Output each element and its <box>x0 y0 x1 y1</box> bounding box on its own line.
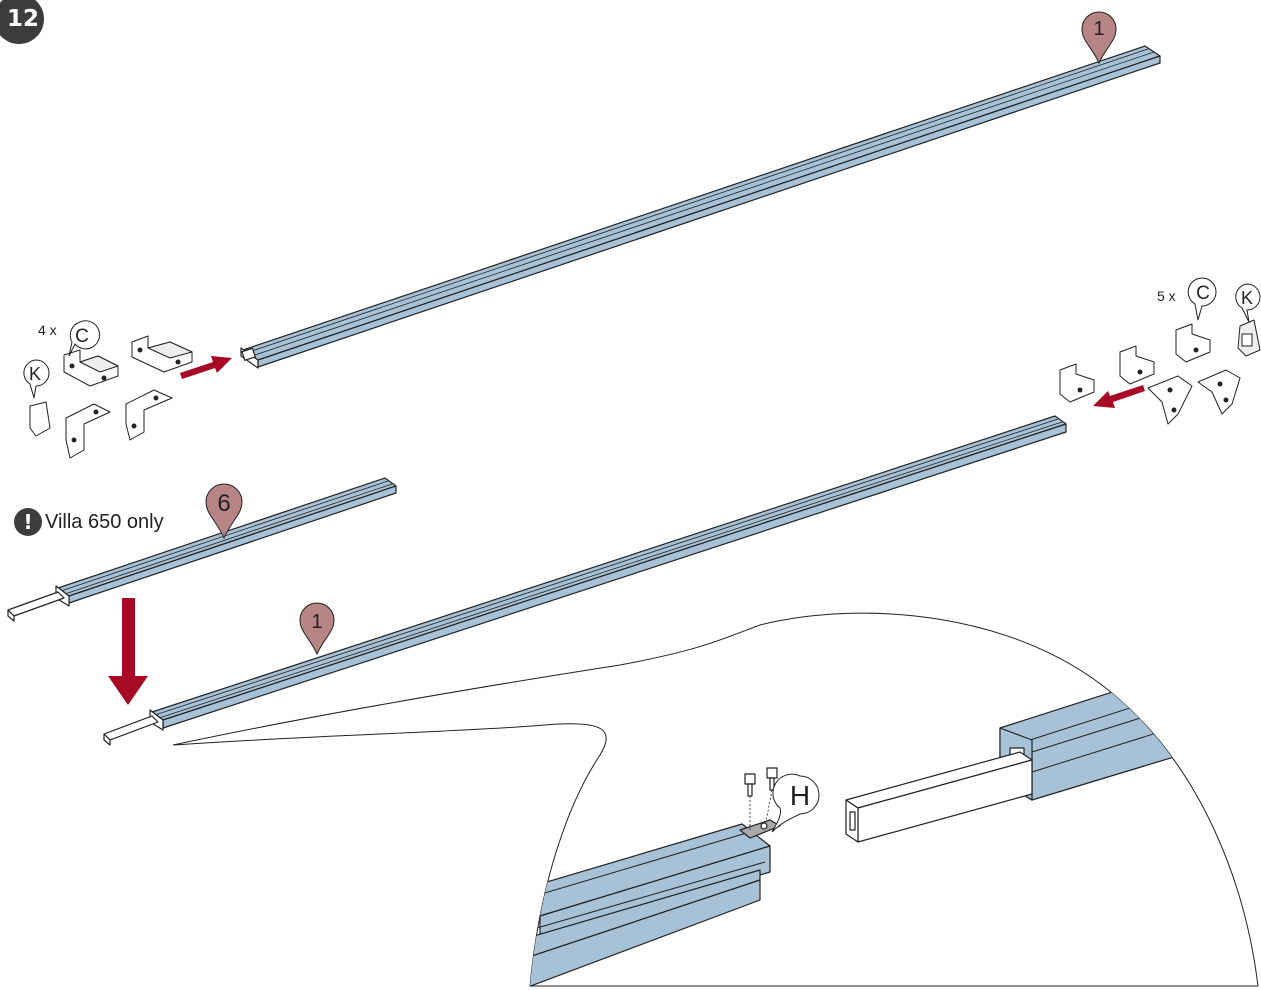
balloon-k-right: K <box>1235 283 1261 323</box>
arrow-down <box>108 598 148 705</box>
step-number-badge: 12 <box>0 0 44 44</box>
profile-bottom <box>103 415 1067 746</box>
balloon-k-left: K <box>23 359 50 399</box>
pin-part-1-bottom: 1 <box>299 602 335 656</box>
balloon-h-label: H <box>790 780 810 811</box>
balloon-c-right-label: C <box>1196 283 1210 304</box>
exclamation-icon: ! <box>14 508 42 536</box>
balloon-c-left: C <box>68 320 101 357</box>
exclamation-symbol: ! <box>23 510 33 534</box>
balloon-c-right: C <box>1187 277 1217 321</box>
pin-part-1-top-label: 1 <box>1093 18 1104 40</box>
quantity-left-c: 4 x <box>38 322 57 338</box>
brackets-left <box>29 335 193 459</box>
pin-part-1-bottom-label: 1 <box>311 611 322 633</box>
zoom-detail-content <box>519 675 1231 986</box>
brackets-right <box>1059 319 1261 425</box>
profile-top <box>240 45 1161 369</box>
arrow-right-small <box>180 356 232 379</box>
model-note-text: Villa 650 only <box>45 510 164 533</box>
model-note: ! Villa 650 only <box>14 508 164 536</box>
profile-short <box>7 477 397 622</box>
zoom-detail-outline <box>172 612 1259 987</box>
pin-part-1-top: 1 <box>1081 11 1117 65</box>
balloon-h: H <box>771 773 820 833</box>
balloon-k-left-label: K <box>29 364 41 384</box>
pin-part-6-label: 6 <box>217 490 230 517</box>
pin-part-6: 6 <box>205 483 243 540</box>
step-number: 12 <box>6 6 39 32</box>
arrow-left-small <box>1093 385 1145 408</box>
balloon-c-left-label: C <box>75 326 89 347</box>
balloon-k-right-label: K <box>1241 288 1253 308</box>
quantity-right-c: 5 x <box>1157 288 1176 304</box>
